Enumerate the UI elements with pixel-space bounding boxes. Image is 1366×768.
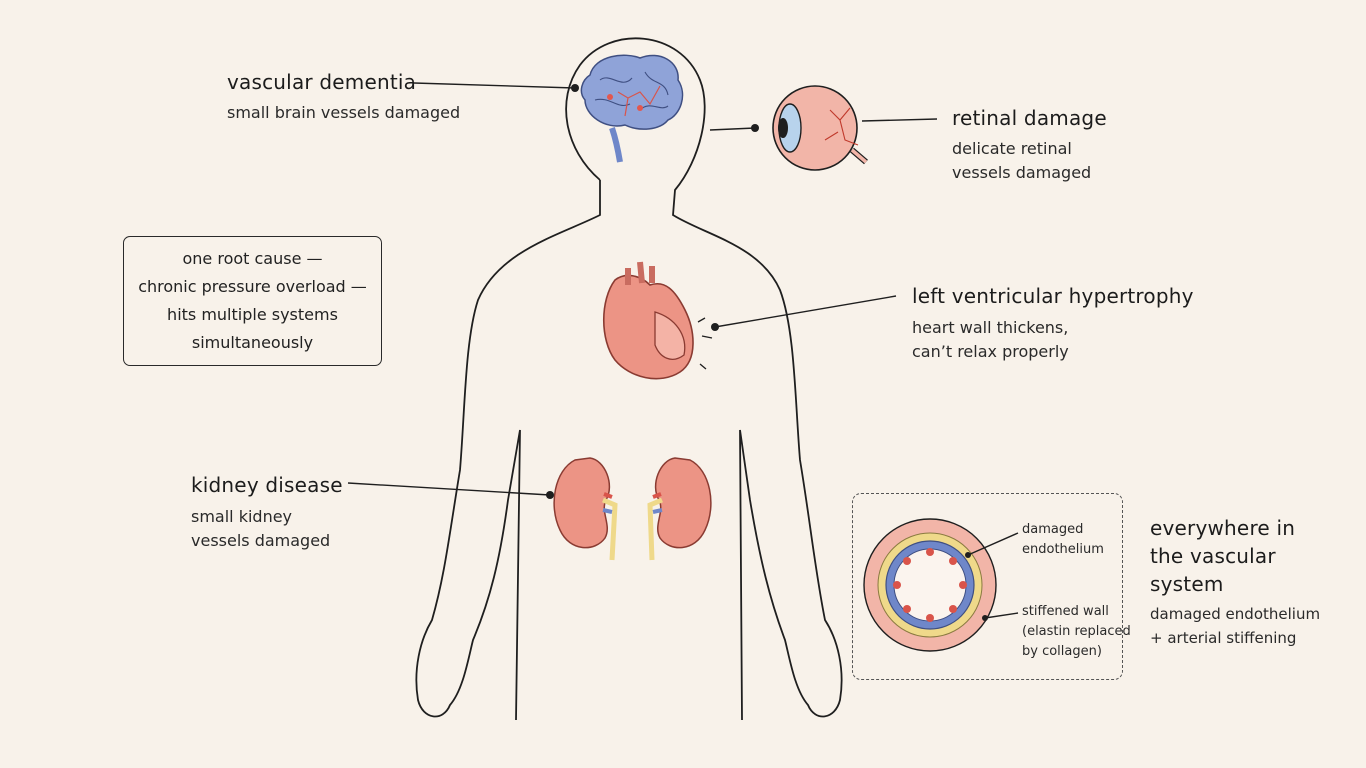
- dementia-desc: small brain vessels damaged: [227, 103, 461, 122]
- leader-dots: [546, 84, 988, 621]
- vascular-title-line: everywhere in: [1150, 516, 1296, 540]
- artery-cross-section-icon: [863, 518, 997, 652]
- wall-callout-line: stiffened wall: [1022, 604, 1109, 619]
- root-cause-line: one root cause —: [182, 249, 323, 268]
- endothelium-callout: damaged endothelium: [1022, 520, 1104, 560]
- kidney-desc-line: small kidney: [191, 507, 293, 526]
- body-outline: [565, 37, 843, 721]
- kidney-title: kidney disease: [191, 473, 343, 497]
- endothelium-callout-line: endothelium: [1022, 542, 1104, 557]
- root-cause-line: simultaneously: [191, 333, 314, 352]
- heart-desc-line: heart wall thickens,: [912, 318, 1069, 337]
- retina-desc-line: vessels damaged: [952, 163, 1092, 182]
- dementia-title: vascular dementia: [227, 70, 417, 94]
- root-cause-line: hits multiple systems: [167, 305, 338, 324]
- vascular-title-line: system: [1150, 572, 1224, 596]
- retina-desc: delicate retinal vessels damaged: [952, 137, 1091, 185]
- root-cause-box: one root cause — chronic pressure overlo…: [123, 236, 382, 366]
- retina-desc-line: delicate retinal: [952, 139, 1072, 158]
- brain-icon: [580, 54, 684, 163]
- heart-desc: heart wall thickens, can’t relax properl…: [912, 316, 1069, 364]
- endothelium-callout-line: damaged: [1022, 522, 1084, 537]
- kidney-desc-line: vessels damaged: [191, 531, 331, 550]
- vascular-desc-line: + arterial stiffening: [1150, 629, 1297, 647]
- heart-title: left ventricular hypertrophy: [912, 284, 1194, 308]
- wall-callout-line: by collagen): [1022, 644, 1102, 659]
- root-cause-line: chronic pressure overload —: [138, 277, 367, 296]
- vascular-title-line: the vascular: [1150, 544, 1276, 568]
- kidney-desc: small kidney vessels damaged: [191, 505, 330, 553]
- vascular-desc-line: damaged endothelium: [1150, 605, 1321, 623]
- leader-lines: [347, 82, 1019, 619]
- vascular-title: everywhere in the vascular system: [1150, 514, 1295, 598]
- vascular-desc: damaged endothelium + arterial stiffenin…: [1150, 602, 1320, 650]
- retina-title: retinal damage: [952, 106, 1107, 130]
- kidneys-icon: [553, 457, 712, 561]
- eye-icon: [772, 85, 868, 171]
- heart-desc-line: can’t relax properly: [912, 342, 1069, 361]
- heart-icon: [602, 261, 713, 380]
- wall-callout-line: (elastin replaced: [1022, 624, 1131, 639]
- vessel-detail-box: [852, 493, 1123, 680]
- wall-callout: stiffened wall (elastin replaced by coll…: [1022, 602, 1131, 662]
- body-outline-left: [415, 180, 601, 721]
